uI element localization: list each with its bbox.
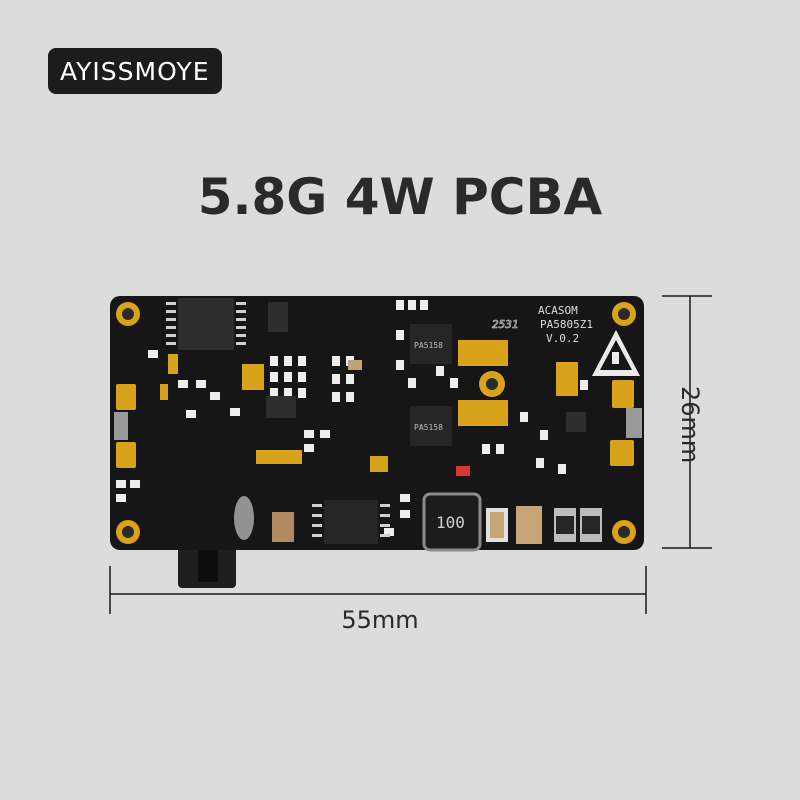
smd-components <box>116 300 588 536</box>
height-label: 26mm <box>676 386 704 464</box>
width-label: 55mm <box>341 606 419 634</box>
chip-pins <box>166 302 390 537</box>
height-dimension-line <box>662 295 712 549</box>
brand-name: AYISSMOYE <box>60 56 210 86</box>
brand-badge: AYISSMOYE <box>48 48 222 94</box>
inductor-label: 100 <box>436 513 465 532</box>
solder-joint <box>234 496 254 540</box>
width-dimension-line <box>109 566 647 614</box>
left-edge-pads <box>114 384 136 468</box>
ic-chips <box>178 298 586 544</box>
mounting-holes <box>116 302 636 544</box>
silkscreen-code: 2531 <box>492 318 519 331</box>
esd-warning-icon <box>592 330 640 376</box>
capacitors <box>272 360 602 544</box>
chip-label-upper: PA5158 <box>414 341 443 350</box>
chip-label-lower: PA5158 <box>414 423 443 432</box>
silkscreen-maker: ACASOM <box>538 304 578 317</box>
gold-traces <box>160 340 578 472</box>
silkscreen-model: PA5805Z1 <box>540 318 593 331</box>
pcb-board <box>110 296 644 550</box>
led <box>456 466 470 476</box>
silkscreen-text: ACASOM PA5805Z1 V.0.2 2531 PA5158 PA5158… <box>414 304 593 532</box>
silkscreen-version: V.0.2 <box>546 332 579 345</box>
page-title: 5.8G 4W PCBA <box>197 168 603 226</box>
power-inductor <box>422 492 482 552</box>
right-edge-pads <box>610 380 642 466</box>
